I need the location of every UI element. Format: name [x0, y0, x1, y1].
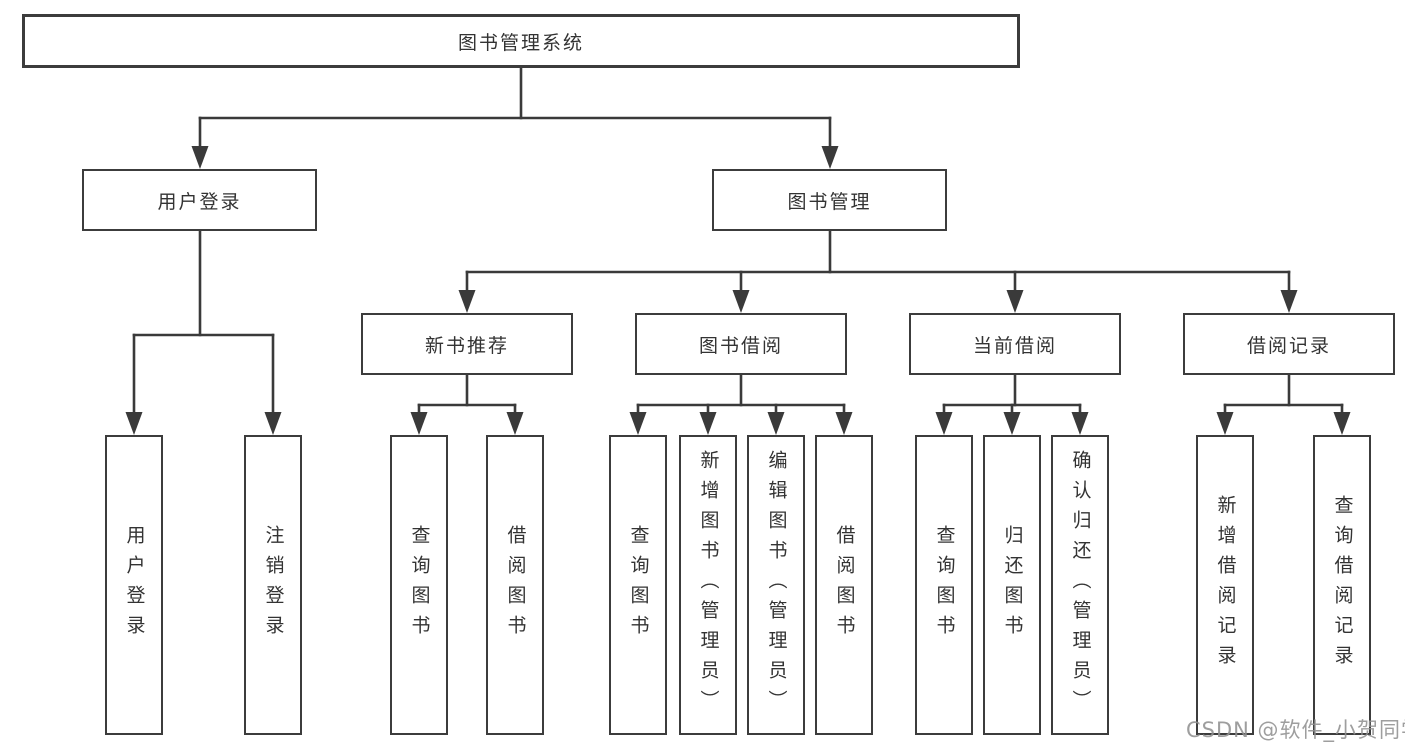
node-label: 用户登录 [123, 525, 146, 645]
arrow-down-icon [506, 412, 524, 435]
node-leaf-edit-books-admin: 编辑图书（管理员） [747, 435, 805, 735]
node-label: 归还图书 [1001, 525, 1024, 645]
node-book-borrow: 图书借阅 [635, 313, 847, 375]
arrow-down-icon [1280, 290, 1298, 313]
node-label: 图书借阅 [698, 334, 783, 357]
arrow-down-icon [1003, 412, 1021, 435]
node-leaf-confirm-return-admin: 确认归还（管理员） [1051, 435, 1109, 735]
node-label: 查询图书 [933, 525, 956, 645]
node-label: 查询图书 [408, 525, 431, 645]
node-leaf-add-books-admin: 新增图书（管理员） [679, 435, 737, 735]
arrow-down-icon [629, 412, 647, 435]
node-leaf-search-books-borrow: 查询图书 [609, 435, 667, 735]
node-label: 借阅图书 [833, 525, 856, 645]
node-leaf-search-books-current: 查询图书 [915, 435, 973, 735]
node-label: 注销登录 [262, 525, 285, 645]
node-label: 查询图书 [627, 525, 650, 645]
edge-borrow-record-to-leaves [1216, 373, 1351, 435]
node-label: 查询借阅记录 [1331, 495, 1354, 675]
arrow-down-icon [1216, 412, 1234, 435]
node-label: 借阅图书 [504, 525, 527, 645]
edge-root-to-branches [191, 66, 839, 169]
arrow-down-icon [1006, 290, 1024, 313]
arrow-down-icon [410, 412, 428, 435]
node-leaf-search-borrow-record: 查询借阅记录 [1313, 435, 1371, 735]
node-label: 借阅记录 [1246, 334, 1331, 357]
node-leaf-borrow-books-recommend: 借阅图书 [486, 435, 544, 735]
node-label: 新增图书（管理员） [697, 450, 720, 720]
arrow-down-icon [699, 412, 717, 435]
arrow-down-icon [935, 412, 953, 435]
node-user-login-branch: 用户登录 [82, 169, 317, 231]
node-root: 图书管理系统 [22, 14, 1020, 68]
arrow-down-icon [821, 146, 839, 169]
node-label: 用户登录 [157, 190, 242, 213]
node-label: 图书管理系统 [457, 31, 584, 54]
edge-book-borrow-to-leaves [629, 373, 853, 435]
node-leaf-logout: 注销登录 [244, 435, 302, 735]
edge-current-borrow-to-leaves [935, 373, 1089, 435]
edge-book-mgmt-to-modules [458, 229, 1298, 313]
arrow-down-icon [1071, 412, 1089, 435]
node-label: 新书推荐 [424, 334, 509, 357]
node-leaf-search-books-recommend: 查询图书 [390, 435, 448, 735]
node-current-borrow: 当前借阅 [909, 313, 1121, 375]
arrow-down-icon [835, 412, 853, 435]
arrow-down-icon [732, 290, 750, 313]
node-leaf-return-books: 归还图书 [983, 435, 1041, 735]
node-new-book-recommend: 新书推荐 [361, 313, 573, 375]
arrow-down-icon [1333, 412, 1351, 435]
arrow-down-icon [125, 412, 143, 435]
edge-user-login-to-leaves [125, 229, 282, 435]
node-leaf-user-login: 用户登录 [105, 435, 163, 735]
arrow-down-icon [264, 412, 282, 435]
node-label: 图书管理 [787, 190, 872, 213]
arrow-down-icon [191, 146, 209, 169]
node-leaf-borrow-books: 借阅图书 [815, 435, 873, 735]
node-borrow-records: 借阅记录 [1183, 313, 1395, 375]
arrow-down-icon [458, 290, 476, 313]
node-label: 新增借阅记录 [1214, 495, 1237, 675]
arrow-down-icon [767, 412, 785, 435]
node-leaf-add-borrow-record: 新增借阅记录 [1196, 435, 1254, 735]
node-label: 编辑图书（管理员） [765, 450, 788, 720]
csdn-watermark: CSDN @软件_小贺同学 [1186, 718, 1405, 742]
edge-new-book-to-leaves [410, 373, 524, 435]
node-label: 当前借阅 [972, 334, 1057, 357]
node-book-management-branch: 图书管理 [712, 169, 947, 231]
node-label: 确认归还（管理员） [1069, 450, 1092, 720]
